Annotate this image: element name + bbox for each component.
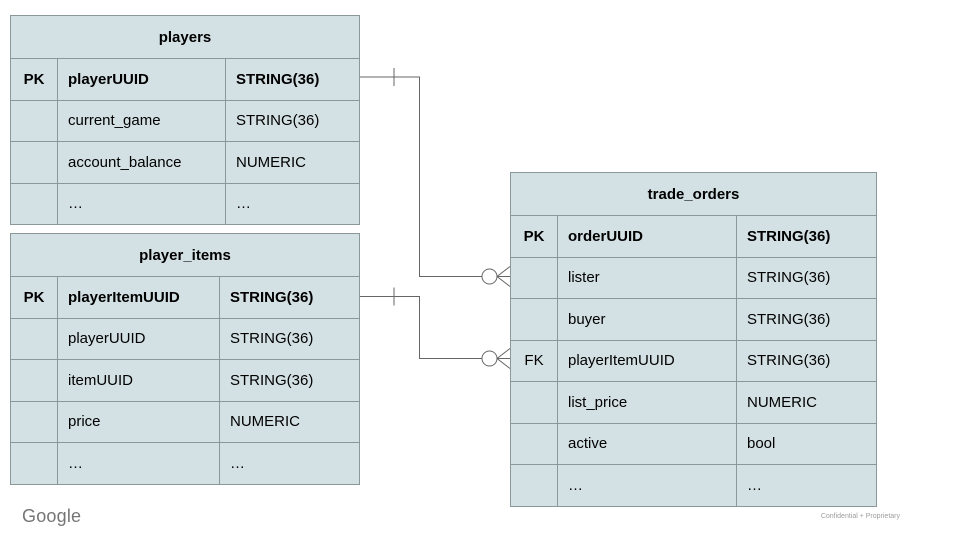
column-type-cell: … bbox=[747, 476, 762, 494]
column-type-cell: STRING(36) bbox=[236, 112, 320, 130]
column-name-cell: … bbox=[58, 183, 226, 224]
column-type-cell: NUMERIC bbox=[747, 393, 817, 411]
table-row: … … bbox=[511, 464, 876, 506]
table-title: trade_orders bbox=[647, 185, 740, 203]
column-name-cell: active bbox=[558, 423, 737, 464]
entity-table-player-items: player_items PK playerItemUUID STRING(36… bbox=[10, 233, 360, 485]
confidential-label: Confidential + Proprietary bbox=[820, 513, 900, 520]
key-cell bbox=[11, 142, 58, 183]
table-row: FK playerItemUUID STRING(36) bbox=[511, 339, 876, 381]
key-cell bbox=[11, 443, 58, 484]
column-type-cell: STRING(36) bbox=[747, 227, 831, 245]
column-type-cell: STRING(36) bbox=[747, 310, 831, 328]
column-name-cell: playerUUID bbox=[58, 59, 226, 100]
key-cell bbox=[11, 100, 58, 141]
column-type-cell: STRING(36) bbox=[747, 352, 831, 370]
many-crowfoot-icon bbox=[496, 348, 511, 369]
connector-players-to-trade-orders bbox=[360, 68, 511, 287]
key-cell bbox=[511, 423, 558, 464]
table-row: PK playerItemUUID STRING(36) bbox=[11, 276, 359, 318]
column-type-cell: STRING(36) bbox=[230, 330, 314, 348]
column-type-cell: bool bbox=[747, 435, 776, 453]
entity-table-players: players PK playerUUID STRING(36) current… bbox=[10, 15, 360, 225]
table-row: itemUUID STRING(36) bbox=[11, 359, 359, 401]
connector-line bbox=[360, 296, 482, 359]
table-row: price NUMERIC bbox=[11, 400, 359, 442]
column-name-cell: account_balance bbox=[58, 142, 226, 183]
table-title: player_items bbox=[139, 246, 231, 264]
column-type-cell: … bbox=[230, 454, 245, 472]
many-crowfoot-icon bbox=[496, 266, 511, 287]
column-type-cell: STRING(36) bbox=[230, 288, 314, 306]
table-row: … … bbox=[11, 182, 359, 224]
key-cell: PK bbox=[511, 216, 558, 257]
column-name-cell: … bbox=[58, 443, 220, 484]
column-name-cell: playerItemUUID bbox=[58, 277, 220, 318]
table-row: list_price NUMERIC bbox=[511, 381, 876, 423]
column-type-cell: STRING(36) bbox=[236, 70, 320, 88]
column-type-cell: … bbox=[236, 195, 251, 213]
column-name-cell: playerItemUUID bbox=[558, 340, 737, 381]
table-title: players bbox=[158, 28, 212, 46]
key-cell bbox=[11, 360, 58, 401]
table-row: active bool bbox=[511, 422, 876, 464]
connector-player-items-to-trade-orders bbox=[360, 287, 511, 369]
column-name-cell: buyer bbox=[558, 299, 737, 340]
connector-line bbox=[360, 76, 482, 277]
table-row: PK orderUUID STRING(36) bbox=[511, 215, 876, 257]
key-cell: FK bbox=[511, 340, 558, 381]
column-type-cell: STRING(36) bbox=[230, 371, 314, 389]
table-row: PK playerUUID STRING(36) bbox=[11, 58, 359, 100]
key-cell bbox=[511, 382, 558, 423]
key-cell bbox=[511, 465, 558, 506]
column-name-cell: price bbox=[58, 401, 220, 442]
table-row: account_balance NUMERIC bbox=[11, 141, 359, 183]
entity-table-trade-orders: trade_orders PK orderUUID STRING(36) lis… bbox=[510, 172, 877, 507]
zero-circle-icon bbox=[481, 268, 498, 285]
column-name-cell: lister bbox=[558, 257, 737, 298]
column-name-cell: playerUUID bbox=[58, 318, 220, 359]
column-name-cell: … bbox=[558, 465, 737, 506]
table-row: … … bbox=[11, 442, 359, 484]
google-logo: Google bbox=[22, 506, 82, 526]
column-type-cell: NUMERIC bbox=[230, 413, 300, 431]
column-type-cell: NUMERIC bbox=[236, 153, 306, 171]
table-row: playerUUID STRING(36) bbox=[11, 317, 359, 359]
key-cell bbox=[11, 183, 58, 224]
key-cell bbox=[511, 257, 558, 298]
column-name-cell: orderUUID bbox=[558, 216, 737, 257]
column-name-cell: current_game bbox=[58, 100, 226, 141]
key-cell bbox=[11, 318, 58, 359]
column-type-cell: STRING(36) bbox=[747, 269, 831, 287]
column-name-cell: list_price bbox=[558, 382, 737, 423]
table-row: lister STRING(36) bbox=[511, 256, 876, 298]
zero-circle-icon bbox=[481, 350, 498, 367]
key-cell: PK bbox=[11, 59, 58, 100]
key-cell: PK bbox=[11, 277, 58, 318]
column-name-cell: itemUUID bbox=[58, 360, 220, 401]
table-row: buyer STRING(36) bbox=[511, 298, 876, 340]
key-cell bbox=[11, 401, 58, 442]
table-row: current_game STRING(36) bbox=[11, 99, 359, 141]
key-cell bbox=[511, 299, 558, 340]
